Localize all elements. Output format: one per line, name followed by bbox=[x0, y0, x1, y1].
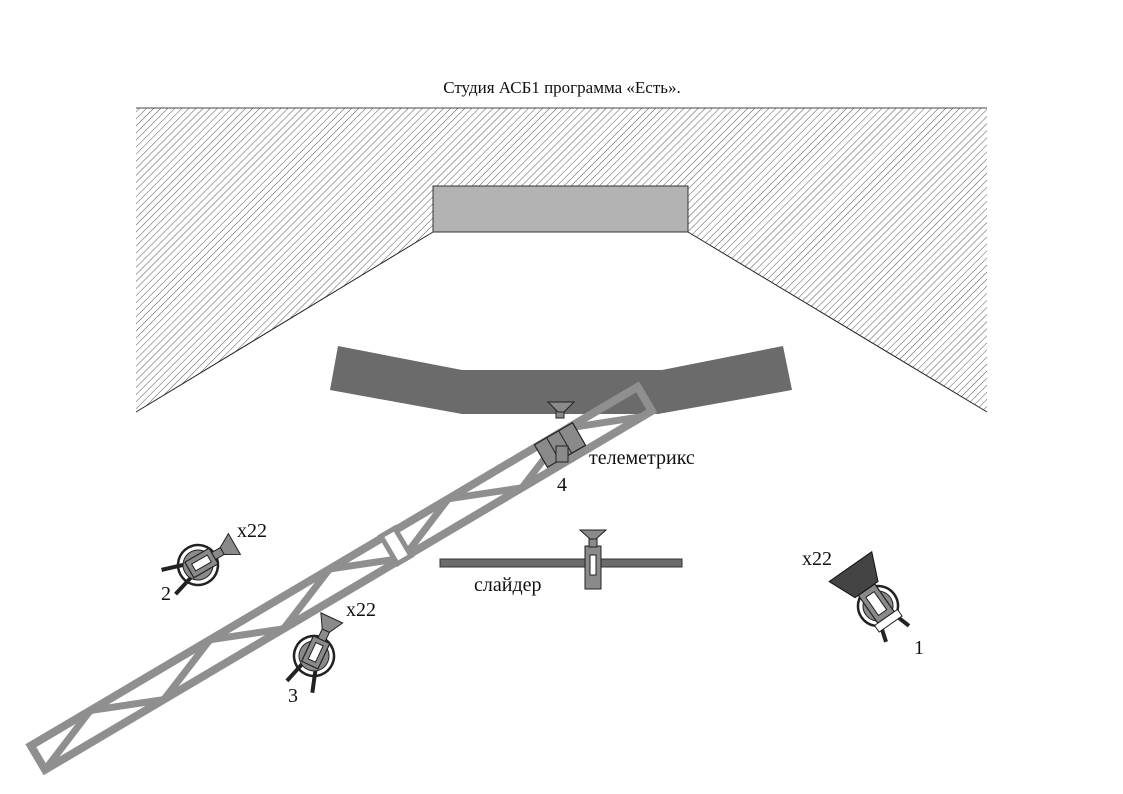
studio-walls bbox=[135, 107, 988, 413]
backdrop-screen bbox=[432, 185, 689, 233]
camera-2-zoom: x22 bbox=[237, 520, 267, 542]
slider-label: слайдер bbox=[474, 574, 542, 596]
camera-2-lens-hood bbox=[219, 532, 242, 555]
crane-boom bbox=[25, 381, 658, 776]
wall-back bbox=[136, 108, 987, 412]
camera-3-lens-hood bbox=[320, 612, 344, 633]
presenter-table bbox=[330, 346, 792, 414]
camera-1-number: 1 bbox=[914, 637, 924, 659]
camera-2[interactable] bbox=[159, 527, 245, 600]
camera-3-number: 3 bbox=[288, 685, 298, 707]
camera-4-number: 4 bbox=[557, 474, 567, 496]
diagram-title: Студия АСБ1 программа «Есть». bbox=[443, 78, 681, 97]
camera-1[interactable] bbox=[828, 550, 919, 649]
slider-rail bbox=[439, 558, 683, 568]
crane-label: телеметрикс bbox=[589, 447, 695, 469]
camera-1-lens-hood bbox=[828, 550, 879, 599]
slider-camera-lens-hood bbox=[578, 529, 608, 540]
camera-4[interactable] bbox=[533, 401, 587, 469]
camera-2-number: 2 bbox=[161, 583, 171, 605]
camera-1-zoom: x22 bbox=[802, 548, 832, 570]
camera-4-lens-hood bbox=[546, 401, 576, 413]
camera-3[interactable] bbox=[282, 609, 350, 695]
camera-3-zoom: x22 bbox=[346, 599, 376, 621]
slider-camera[interactable] bbox=[578, 529, 608, 590]
